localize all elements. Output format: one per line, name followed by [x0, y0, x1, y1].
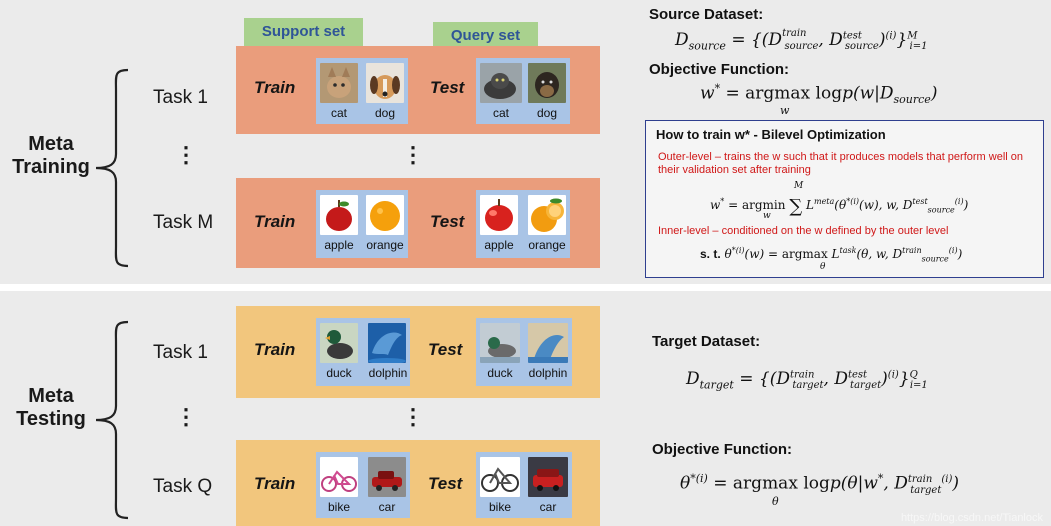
duck-caption: duck [487, 366, 513, 380]
bike-image [320, 457, 358, 497]
target-objective-formula: θ*(i) = argmax logp(θ|w*, Dtraintarget(i… [680, 472, 960, 497]
inner-level-formula: s. t. θ*(i)(w) = argmax Ltask(θ, w, Dtra… [700, 246, 963, 264]
test-keyword: Test [428, 474, 463, 493]
test-keyword: Test [428, 340, 463, 359]
testing-task-1-band: Train duck dolphin Test duck dolphin [236, 306, 600, 398]
dolphin-caption: dolphin [368, 366, 408, 380]
meta-training-label-line2: Training [12, 156, 90, 178]
meta-training-label-line1: Meta [28, 133, 74, 155]
query-images-card: bike car [476, 452, 572, 518]
meta-testing-label: Meta Testing [6, 385, 96, 431]
inner-level-text: Inner-level – conditioned on the w defin… [658, 225, 949, 237]
section-divider [0, 284, 1051, 291]
training-vdots-left: ⋮ [175, 142, 197, 167]
orange-caption: orange [366, 238, 404, 252]
bike-caption: bike [488, 500, 511, 514]
testing-vdots-center: ⋮ [402, 404, 424, 429]
query-images-card: duck dolphin [476, 318, 572, 386]
dog-image [366, 63, 404, 103]
car-caption: car [378, 500, 396, 514]
inner-argmax-subscript: θ [820, 262, 826, 272]
target-objective-heading: Objective Function: [652, 441, 793, 458]
objective-formula: w* = argmax logp(w|Dsource) [700, 82, 938, 107]
support-images-card: duck dolphin [316, 318, 410, 386]
support-images-card: cat dog [316, 58, 408, 124]
cat-caption: cat [492, 106, 509, 120]
training-task-1-label: Task 1 [153, 87, 208, 108]
bike-image [480, 457, 520, 497]
watermark-text: https://blog.csdn.net/Tianlock [900, 512, 1043, 524]
apple-image [480, 195, 518, 235]
duck-image [320, 323, 358, 363]
test-keyword: Test [430, 78, 465, 97]
bilevel-title: How to train w* - Bilevel Optimization [656, 127, 886, 142]
dolphin-image [368, 323, 406, 363]
dolphin-image [528, 323, 568, 363]
training-task-m-label: Task M [153, 212, 214, 233]
objective-function-heading: Objective Function: [649, 61, 790, 78]
support-set-tag: Support set [244, 18, 363, 48]
test-keyword: Test [430, 212, 465, 231]
outer-argmin-subscript: w [763, 211, 771, 221]
query-images-card: apple orange [476, 190, 570, 258]
testing-task-q-label: Task Q [153, 476, 213, 497]
car-image [368, 457, 406, 497]
dog-image [528, 63, 566, 103]
training-task-m-band: Train apple orange Test apple orange [236, 178, 600, 268]
apple-caption: apple [324, 238, 354, 252]
dolphin-caption: dolphin [528, 366, 568, 380]
support-images-card: bike car [316, 452, 410, 518]
outer-level-text: Outer-level – trains the w such that it … [658, 151, 1024, 176]
support-images-card: apple orange [316, 190, 408, 258]
duck-image [480, 323, 520, 363]
meta-testing-label-line1: Meta [28, 385, 74, 407]
objective-formula-argmax-subscript: w [780, 104, 790, 117]
cat-image [480, 63, 522, 103]
testing-brace [95, 320, 129, 520]
testing-task-1-label: Task 1 [153, 342, 208, 363]
dog-caption: dog [374, 106, 396, 120]
bike-caption: bike [327, 500, 350, 514]
train-keyword: Train [254, 340, 296, 359]
meta-training-label: Meta Training [6, 133, 96, 179]
testing-vdots-left: ⋮ [175, 404, 197, 429]
duck-caption: duck [326, 366, 352, 380]
orange-image [528, 195, 566, 235]
training-brace [95, 68, 129, 268]
source-dataset-formula: Dsource = {(Dtrainsource, Dtestsource)(i… [675, 28, 928, 53]
testing-task-q-band: Train bike car Test bike car [236, 440, 600, 526]
apple-image [320, 195, 358, 235]
dog-caption: dog [536, 106, 558, 120]
target-objective-argmax-subscript: θ [772, 495, 779, 508]
query-images-card: cat dog [476, 58, 570, 124]
cat-caption: cat [330, 106, 347, 120]
training-task-1-band: Train cat dog Test cat dog [236, 46, 600, 134]
cat-image [320, 63, 358, 103]
training-vdots-center: ⋮ [402, 142, 424, 167]
meta-testing-label-line2: Testing [16, 408, 86, 430]
train-keyword: Train [254, 78, 296, 97]
source-dataset-heading: Source Dataset: [649, 6, 764, 23]
car-image [528, 457, 568, 497]
orange-caption: orange [528, 238, 566, 252]
orange-image [366, 195, 404, 235]
car-caption: car [539, 500, 557, 514]
outer-level-formula: w* = argmin ∑ Lmeta(θ*(i)(w), w, Dtestso… [710, 196, 969, 217]
target-dataset-heading: Target Dataset: [652, 333, 761, 350]
bilevel-optimization-box: How to train w* - Bilevel Optimization O… [645, 120, 1044, 278]
train-keyword: Train [254, 212, 296, 231]
target-dataset-formula: Dtarget = {(Dtraintarget, Dtesttarget)(i… [686, 369, 928, 392]
train-keyword: Train [254, 474, 296, 493]
apple-caption: apple [484, 238, 514, 252]
sum-upper-limit: M [794, 181, 804, 191]
